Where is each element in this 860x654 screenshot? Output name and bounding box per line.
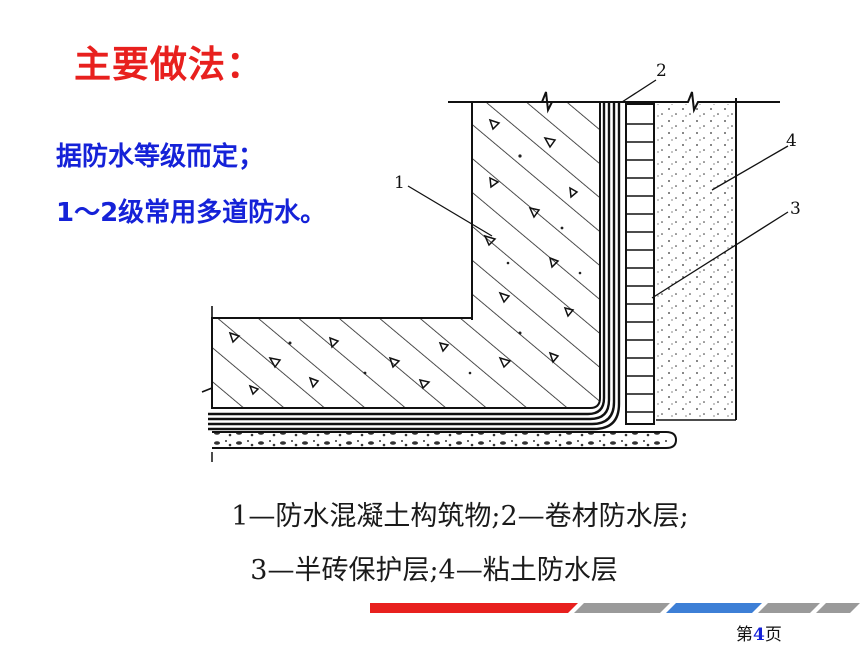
base-cushion-layer [211, 431, 678, 462]
callout-4: 4 [786, 131, 797, 151]
slide-title: 主要做法： [74, 42, 264, 86]
page-number-value: 4 [753, 625, 765, 645]
footer-decorative-bars [370, 603, 860, 613]
clay-waterproof-layer [656, 98, 737, 421]
leader-lines [407, 79, 789, 299]
page-suffix: 页 [764, 625, 782, 645]
page-number: 第4页 [736, 620, 782, 645]
callout-1: 1 [394, 173, 405, 193]
figure-caption-line-2: 3—半砖保护层;4—粘土防水层 [250, 555, 618, 586]
waterproofing-diagram: 1 2 4 3 [201, 61, 801, 462]
brick-protection-layer [625, 103, 655, 425]
concrete-structure [211, 101, 601, 409]
bullet-text-2: 1～2级常用多道防水。 [56, 198, 327, 228]
page-prefix: 第 [736, 625, 753, 645]
membrane-layers [208, 102, 621, 431]
callout-2: 2 [656, 61, 667, 81]
bullet-text-1: 据防水等级而定； [56, 142, 265, 172]
callout-3: 3 [790, 199, 801, 219]
figure-caption-line-1: 1—防水混凝土构筑物;2—卷材防水层; [231, 501, 689, 532]
